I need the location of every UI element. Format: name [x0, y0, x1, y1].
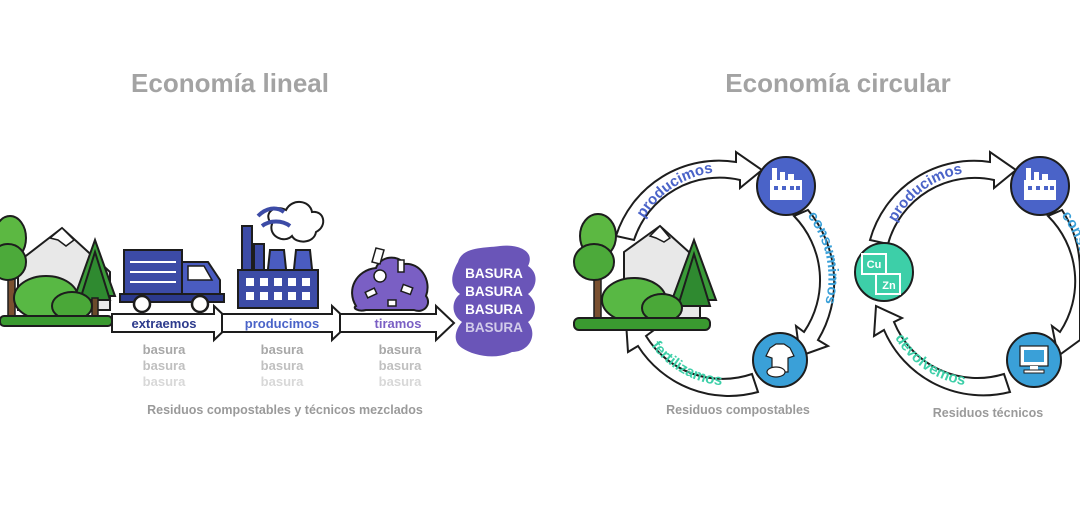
- waste-label: basura: [379, 342, 422, 357]
- factory-icon: [770, 168, 802, 200]
- garbage-pile-text: BASURA: [465, 284, 523, 299]
- waste-label: basura: [143, 358, 186, 373]
- materials-node-icon: [854, 242, 914, 302]
- step-extract-label: extraemos: [131, 316, 196, 331]
- linear-title: Economía lineal: [131, 68, 329, 98]
- garbage-pile-text: BASURA: [465, 320, 523, 335]
- waste-label: basura: [379, 374, 422, 389]
- linear-caption: Residuos compostables y técnicos mezclad…: [147, 403, 423, 417]
- biological-cycle: producimos consumimos fertilizamos: [573, 150, 841, 397]
- element-tiles-icon: [861, 253, 901, 295]
- garbage-bag-illustration: [351, 247, 430, 312]
- waste-label: basura: [143, 374, 186, 389]
- technical-caption: Residuos técnicos: [933, 406, 1043, 420]
- element-cu-label: Cu: [867, 259, 882, 271]
- waste-label: basura: [261, 342, 304, 357]
- waste-label: basura: [261, 358, 304, 373]
- step-throw-label: tiramos: [375, 316, 422, 331]
- biological-caption: Residuos compostables: [666, 403, 810, 417]
- garbage-pile-text: BASURA: [465, 266, 523, 281]
- step-produce-label: producimos: [245, 316, 319, 331]
- linear-arrow-3: [339, 303, 456, 343]
- nature-scene-illustration: [573, 213, 718, 331]
- nature-scene-illustration: [0, 215, 117, 327]
- waste-label: basura: [261, 374, 304, 389]
- garbage-pile-blob: [452, 245, 536, 357]
- factory-icon: [1024, 168, 1056, 200]
- garbage-pile-text: BASURA: [465, 302, 523, 317]
- factory-illustration: [237, 201, 325, 309]
- waste-label: basura: [379, 358, 422, 373]
- shirt-icon: [765, 343, 795, 378]
- waste-label: basura: [143, 342, 186, 357]
- computer-monitor-icon: [1019, 345, 1049, 374]
- truck-illustration: [119, 249, 225, 314]
- element-zn-label: Zn: [882, 280, 896, 292]
- circular-title: Economía circular: [725, 68, 950, 98]
- technical-cycle: producimos consumimos devolvemos: [854, 150, 1080, 397]
